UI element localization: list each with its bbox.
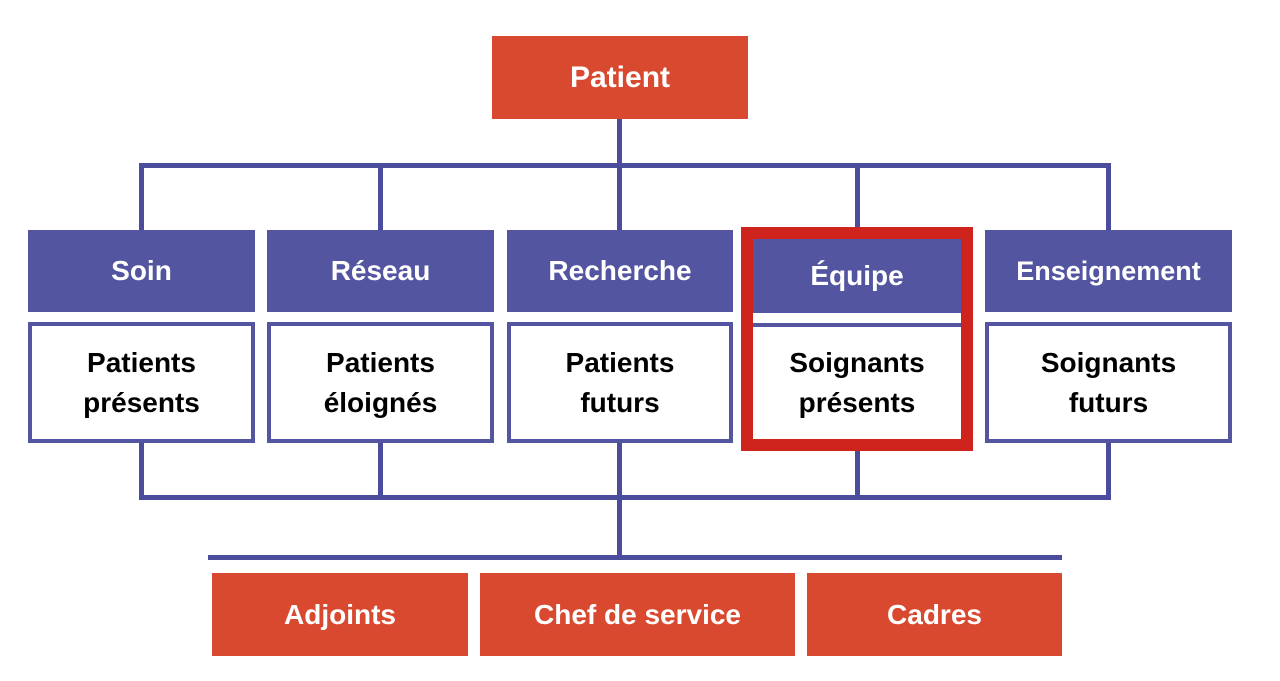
connector-rise-reseau — [378, 441, 383, 497]
column-sub-recherche-line2: futurs — [580, 386, 660, 418]
patient-label: Patient — [569, 60, 671, 94]
column-sub-recherche: Patients futurs — [507, 322, 733, 443]
column-sub-soin-line2: présents — [83, 386, 200, 418]
column-header-soin: Soin — [28, 230, 255, 312]
connector-rise-equipe — [855, 449, 860, 497]
management-box-adjoints-label: Adjoints — [284, 598, 396, 630]
column-sub-enseignement-line2: futurs — [1068, 386, 1149, 418]
column-sub-reseau-line2: éloignés — [323, 386, 438, 418]
connector-mid-bus — [139, 495, 1111, 500]
column-header-reseau-label: Réseau — [330, 255, 431, 286]
column-header-reseau: Réseau — [267, 230, 494, 312]
connector-rise-recherche — [617, 441, 622, 497]
management-box-cadres-label: Cadres — [887, 598, 982, 630]
highlight-frame-equipe: Équipe Soignants présents — [741, 227, 973, 451]
connector-center-drop — [617, 497, 622, 557]
connector-drop-enseignement — [1106, 163, 1111, 232]
connector-rise-soin — [139, 441, 144, 497]
connector-drop-equipe — [855, 163, 860, 232]
column-sub-enseignement-line1: Soignants — [1040, 346, 1177, 378]
column-header-enseignement: Enseignement — [985, 230, 1232, 312]
column-sub-equipe-line1: Soignants — [789, 347, 925, 378]
column-sub-soin: Patients présents — [28, 322, 255, 443]
management-box-chef-de-service: Chef de service — [480, 573, 795, 656]
connector-drop-reseau — [378, 163, 383, 232]
management-box-cadres: Cadres — [807, 573, 1062, 656]
connector-drop-soin — [139, 163, 144, 232]
column-header-enseignement-label: Enseignement — [1016, 255, 1201, 286]
column-header-equipe-label: Équipe — [810, 260, 904, 291]
connector-top-bus — [139, 163, 1111, 168]
column-sub-enseignement: Soignants futurs — [985, 322, 1232, 443]
connector-drop-recherche — [617, 163, 622, 232]
column-sub-soin-line1: Patients — [87, 346, 196, 378]
equipe-frame-gap — [753, 313, 961, 323]
column-sub-recherche-line1: Patients — [565, 346, 675, 378]
column-header-recherche: Recherche — [507, 230, 733, 312]
column-sub-reseau: Patients éloignés — [267, 322, 494, 443]
column-sub-equipe: Soignants présents — [753, 323, 961, 439]
column-header-soin-label: Soin — [111, 255, 172, 286]
column-sub-reseau-line1: Patients — [326, 346, 435, 378]
connector-rise-enseignement — [1106, 441, 1111, 497]
connector-bottom-bus — [208, 555, 1062, 560]
column-sub-equipe-line2: présents — [798, 387, 916, 418]
management-box-chef-de-service-label: Chef de service — [534, 598, 741, 630]
column-header-equipe: Équipe — [753, 239, 961, 313]
connector-patient-drop — [617, 118, 622, 166]
management-box-adjoints: Adjoints — [212, 573, 468, 656]
patient-box: Patient — [492, 36, 748, 119]
column-header-recherche-label: Recherche — [548, 255, 692, 286]
